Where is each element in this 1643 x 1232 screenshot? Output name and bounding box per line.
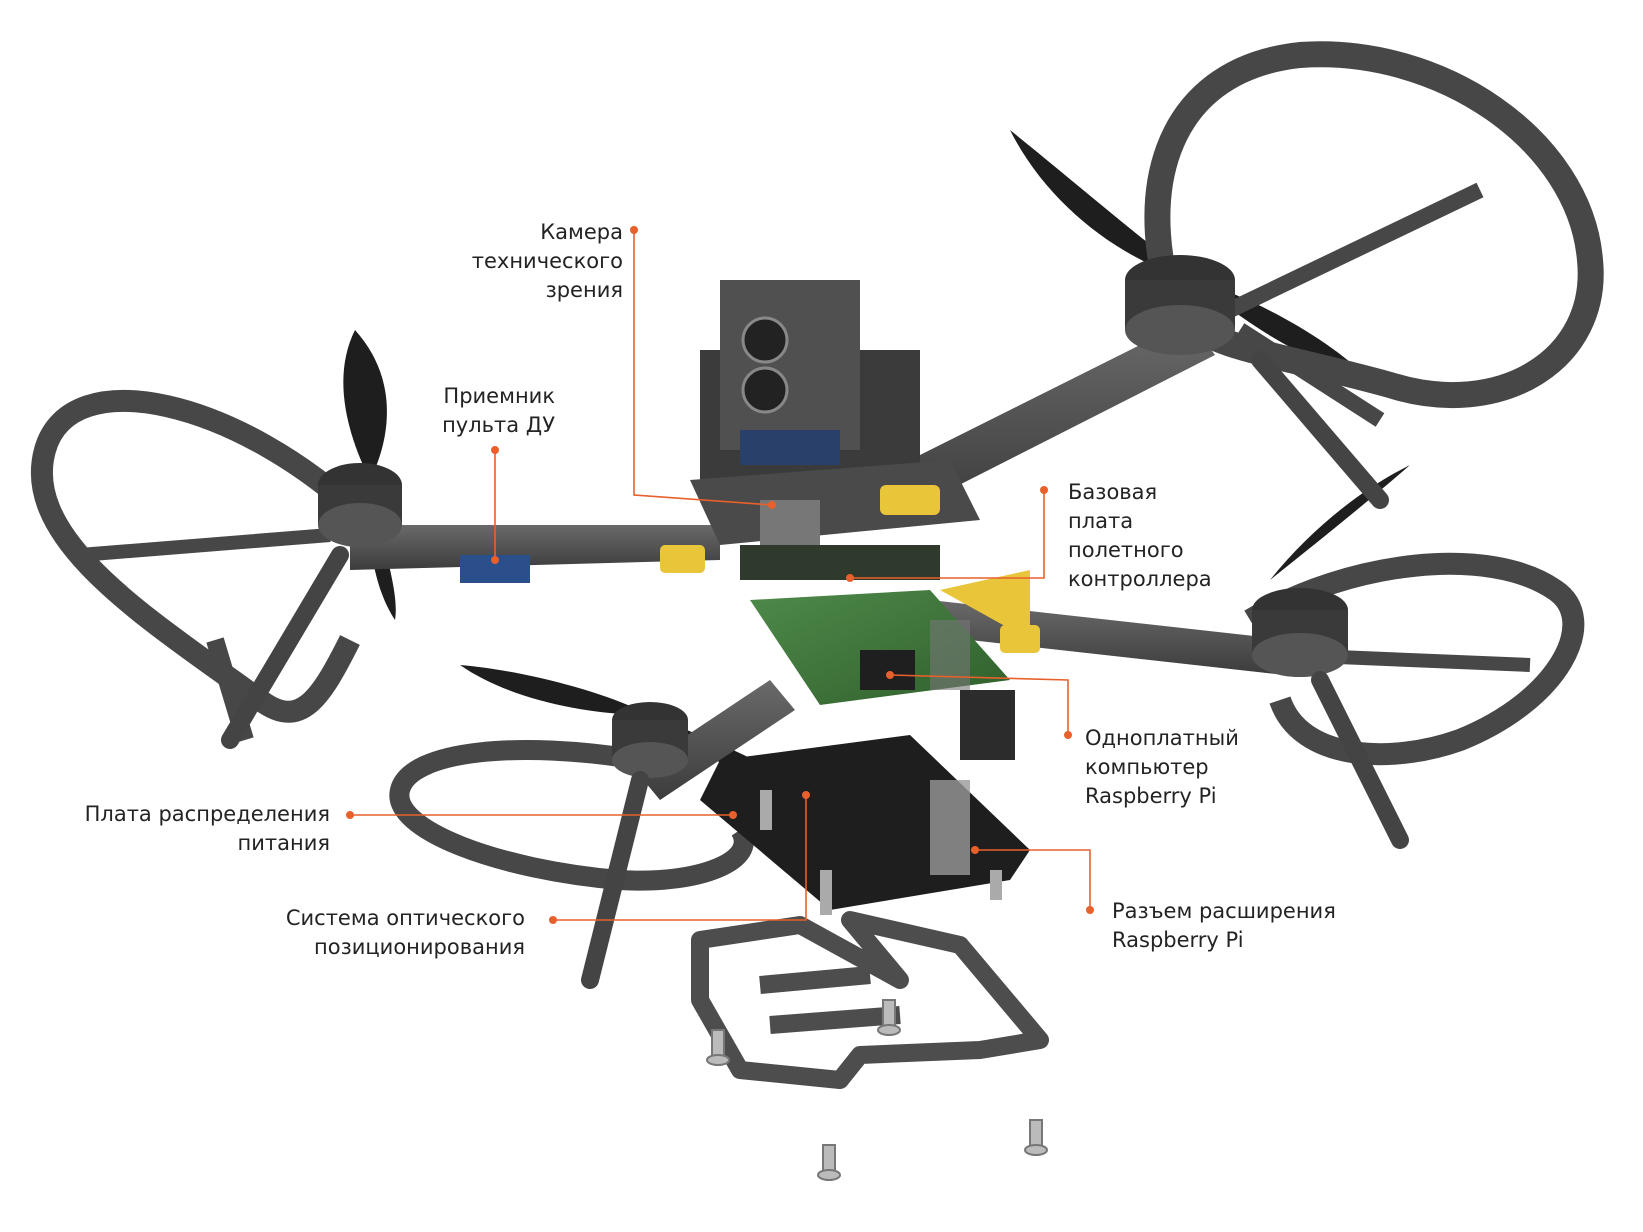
label-expansion: Разъем расширения Raspberry Pi: [1112, 899, 1336, 952]
screws: [706, 999, 1048, 1181]
leader-optical: [553, 795, 807, 921]
label-sbc: Одноплатный компьютер Raspberry Pi: [1085, 726, 1239, 808]
leader-sbc: [889, 674, 1069, 735]
leader-lines: [350, 230, 1091, 921]
label-power-board: Плата распределения питания: [84, 802, 330, 855]
central-body: [460, 280, 1040, 760]
motors: [318, 255, 1348, 778]
leader-flight-controller: [850, 490, 1045, 579]
label-receiver: Приемник пульта ДУ: [442, 384, 555, 437]
leader-expansion: [975, 849, 1091, 910]
prop-guards: [30, 41, 1604, 891]
leader-camera: [633, 230, 773, 506]
label-optical: Система оптического позиционирования: [285, 906, 525, 959]
landing-legs: [221, 351, 1409, 989]
label-flight-controller: Базовая плата полетного контроллера: [1068, 480, 1212, 591]
power-board: [700, 735, 1030, 915]
bottom-plate: [691, 911, 1049, 1089]
label-camera: Камера технического зрения: [471, 220, 623, 302]
leader-dots: [346, 226, 1094, 924]
